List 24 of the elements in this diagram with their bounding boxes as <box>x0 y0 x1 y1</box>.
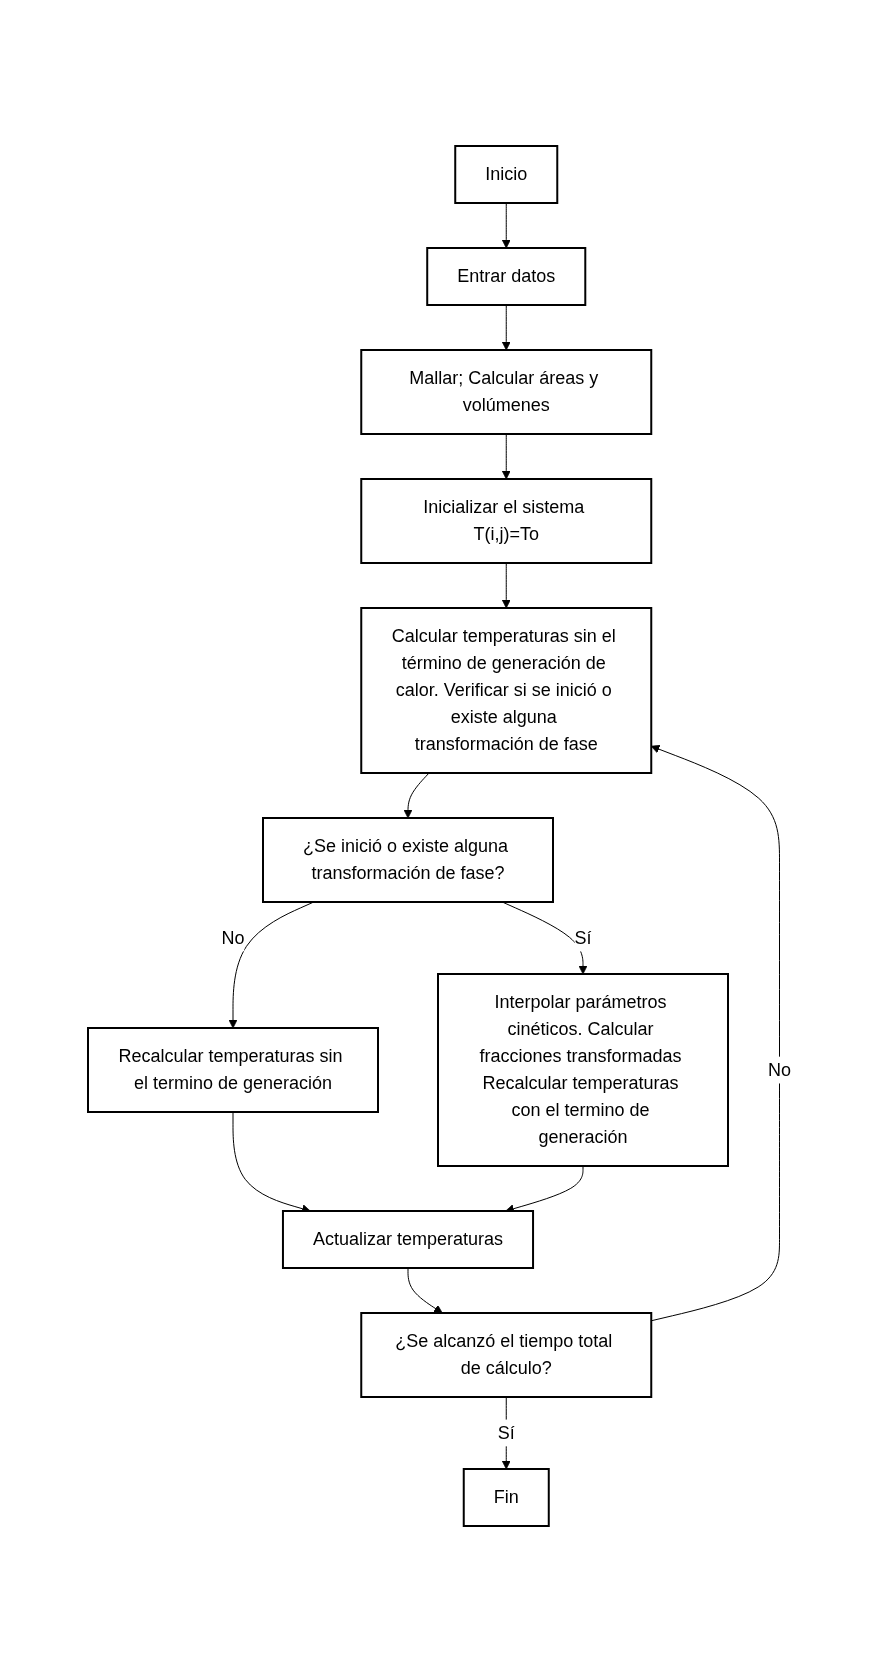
node-box: Calcular temperaturas sin el término de generación de calor. Verificar si se inició o existe alguna transformación de fase <box>360 607 653 774</box>
arrow <box>502 562 512 609</box>
node-box: Recalcular temperaturas sin el termino de generación <box>87 1027 380 1113</box>
node-box: Fin <box>463 1468 551 1527</box>
node-box: Inicializar el sistema T(i,j)=To <box>360 478 653 564</box>
arrow <box>502 304 512 351</box>
edge-label: No <box>221 927 245 948</box>
node-box: ¿Se alcanzó el tiempo total de cálculo? <box>360 1312 653 1398</box>
node-box: ¿Se inició o existe alguna transformación de fase? <box>262 817 555 903</box>
node-box: Interpolar parámetros cinéticos. Calcular fracciones transformadas Recalcular temperaturas con el termino de generación <box>437 973 730 1167</box>
arrow <box>651 744 781 1322</box>
node-box: Mallar; Calcular áreas y volúmenes <box>360 349 653 435</box>
edge-label: No <box>768 1059 792 1080</box>
node-box: Actualizar temperaturas <box>282 1210 535 1269</box>
node-box: Entrar datos <box>426 247 587 306</box>
node-box: Inicio <box>454 145 559 204</box>
arrow <box>502 433 512 480</box>
edge-label: Sí <box>574 927 592 948</box>
arrow <box>502 202 512 249</box>
arrow <box>404 772 431 819</box>
arrow <box>233 1111 312 1213</box>
arrow <box>505 1165 584 1213</box>
arrow <box>408 1267 444 1314</box>
edge-label: Sí <box>498 1422 516 1443</box>
